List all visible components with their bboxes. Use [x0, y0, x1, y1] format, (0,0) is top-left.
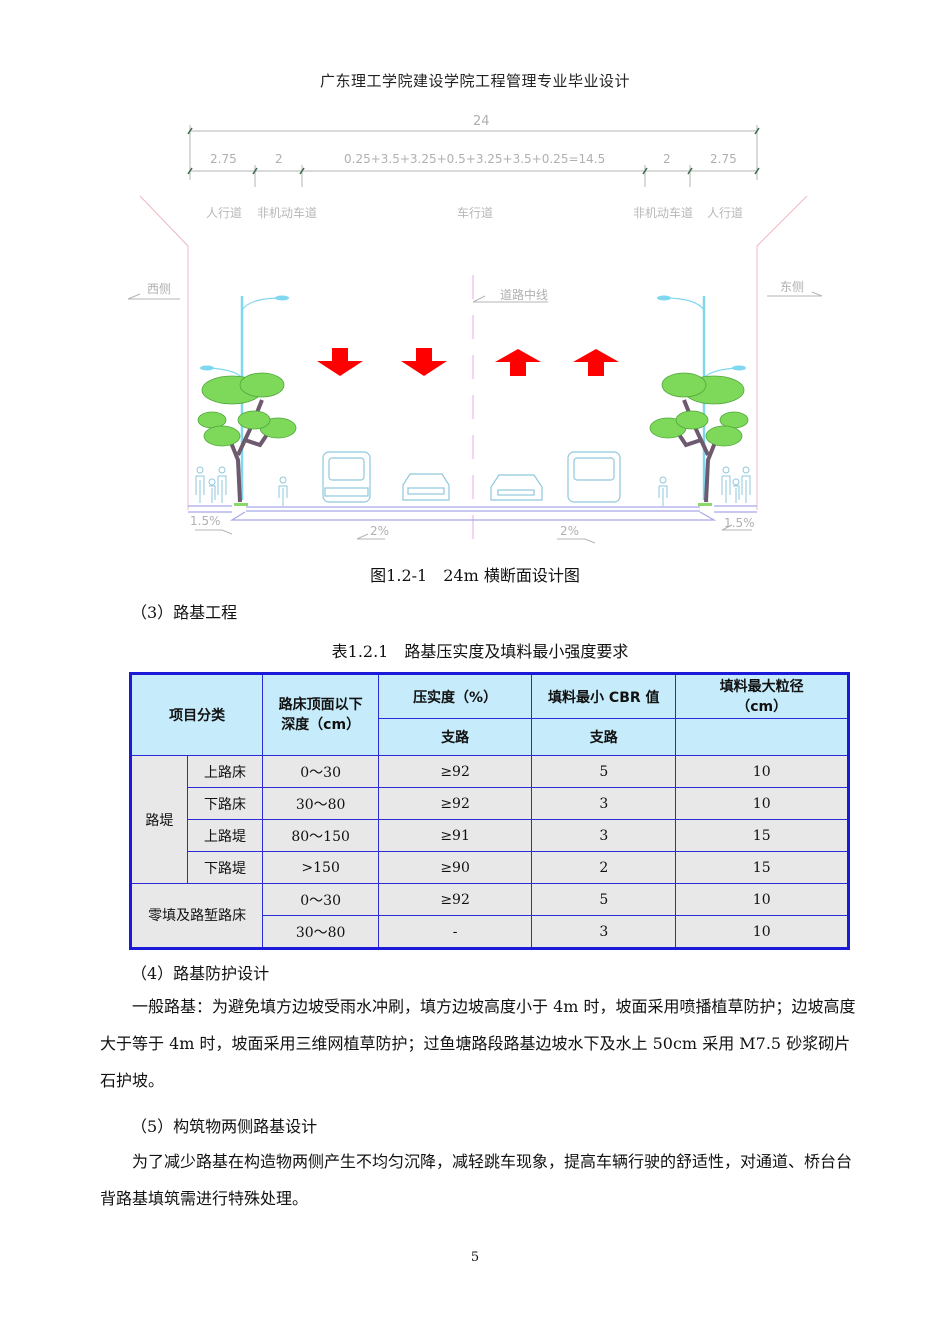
max-size-cell: 10 — [675, 915, 849, 949]
slope-label: 2% — [560, 524, 580, 538]
max-size-cell: 15 — [675, 819, 849, 852]
table-row: 上路堤 80～150 ≥91 3 15 — [131, 819, 849, 852]
max-size-cell: 10 — [675, 755, 849, 788]
group-label: 路堤 — [130, 755, 188, 884]
sub-category: 下路床 — [186, 787, 264, 820]
compaction-cell: ≥92 — [377, 787, 533, 820]
depth-cell: 30～80 — [262, 787, 379, 820]
sub-category: 下路堤 — [186, 851, 264, 884]
header-depth: 路床顶面以下深度（cm） — [262, 673, 379, 756]
header-sub-cbr: 支路 — [531, 718, 677, 756]
zone-label: 非机动车道 — [257, 206, 318, 220]
segment-label: 0.25+3.5+3.25+0.5+3.25+3.5+0.25=14.5 — [344, 152, 606, 166]
depth-cell: 0～30 — [262, 883, 379, 916]
cbr-cell: 3 — [531, 819, 677, 852]
group-label: 零填及路堑路床 — [129, 883, 264, 949]
figure-caption: 图1.2-1 24m 横断面设计图 — [370, 566, 580, 585]
slope-label: 1.5% — [190, 514, 221, 528]
centerline-label: 道路中线 — [500, 288, 549, 302]
depth-cell: 80～150 — [262, 819, 379, 852]
header-cbr: 填料最小 CBR 值 — [531, 673, 677, 719]
header-category: 项目分类 — [129, 673, 264, 756]
segment-label: 2.75 — [210, 152, 237, 166]
compaction-cell: ≥92 — [377, 883, 533, 916]
cross-section-drawing — [127, 125, 823, 550]
cbr-cell: 5 — [531, 883, 677, 916]
max-size-cell: 10 — [675, 787, 849, 820]
sub-category: 上路床 — [186, 755, 264, 788]
east-side-label: 东侧 — [780, 280, 805, 294]
table-row: 下路床 30～80 ≥92 3 10 — [131, 787, 849, 820]
depth-cell: 30～80 — [262, 915, 379, 949]
compaction-cell: - — [377, 915, 533, 949]
table-title: 表1.2.1 路基压实度及填料最小强度要求 — [331, 642, 629, 661]
slope-label: 2% — [370, 524, 390, 538]
table-row: 零填及路堑路床 0～30 ≥92 5 10 — [129, 883, 849, 949]
max-size-cell: 15 — [675, 851, 849, 884]
cbr-cell: 3 — [531, 787, 677, 820]
page-number: 5 — [470, 1250, 480, 1265]
slope-label: 1.5% — [724, 516, 755, 530]
max-size-cell: 10 — [675, 883, 849, 916]
depth-cell: 0～30 — [262, 755, 379, 788]
section-4-heading: （4）路基防护设计 — [131, 964, 270, 983]
header-sub-max-size — [675, 718, 849, 756]
table-row: 路堤 上路床 0～30 ≥92 5 10 — [130, 755, 849, 884]
header-max-size: 填料最大粒径（cm） — [675, 673, 849, 719]
cbr-cell: 2 — [531, 851, 677, 884]
zone-label: 人行道 — [707, 206, 744, 220]
compaction-cell: ≥92 — [377, 755, 533, 788]
zone-label: 非机动车道 — [633, 206, 694, 220]
depth-cell: >150 — [262, 851, 379, 884]
section-5-body: 为了减少路基在构造物两侧产生不均匀沉降，减轻跳车现象，提高车辆行驶的舒适性，对通… — [100, 1152, 853, 1208]
zone-label: 人行道 — [206, 206, 243, 220]
header-sub-compaction: 支路 — [377, 718, 533, 756]
segment-label: 2 — [663, 152, 671, 166]
west-side-label: 西侧 — [147, 282, 172, 296]
compaction-cell: ≥91 — [377, 819, 533, 852]
cross-section-figure: 24 2.75 2 0.25+3.5+3.25+0.5+3.25+3.5+0.2… — [120, 110, 840, 550]
section-4-body: 一般路基：为避免填方边坡受雨水冲刷，填方边坡高度小于 4m 时，坡面采用喷播植草… — [100, 997, 856, 1090]
sub-category: 上路堤 — [186, 819, 264, 852]
compaction-table: 项目分类 路床顶面以下深度（cm） 压实度（%） 填料最小 CBR 值 填料最大… — [129, 672, 850, 950]
total-width-label: 24 — [473, 114, 490, 129]
cbr-cell: 3 — [531, 915, 677, 949]
section-3-heading: （3）路基工程 — [131, 603, 238, 622]
cbr-cell: 5 — [531, 755, 677, 788]
table-row: 30～80 - 3 10 — [131, 915, 849, 949]
segment-label: 2 — [275, 152, 283, 166]
compaction-cell: ≥90 — [377, 851, 533, 884]
zone-label: 车行道 — [457, 206, 494, 220]
document-header: 广东理工学院建设学院工程管理专业毕业设计 — [319, 72, 630, 90]
header-compaction: 压实度（%） — [377, 673, 533, 719]
segment-label: 2.75 — [710, 152, 737, 166]
section-5-heading: （5）构筑物两侧路基设计 — [131, 1117, 318, 1136]
table-row: 下路堤 >150 ≥90 2 15 — [131, 851, 849, 884]
